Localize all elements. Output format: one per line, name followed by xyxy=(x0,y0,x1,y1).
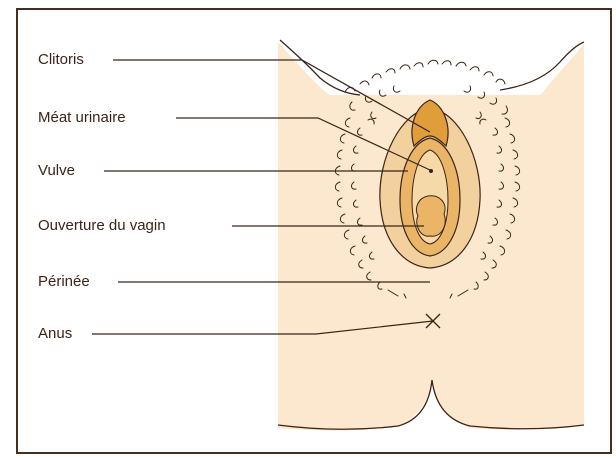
label-meat-urinaire: Méat urinaire xyxy=(38,109,126,127)
label-anus: Anus xyxy=(38,325,72,343)
label-perinee: Périnée xyxy=(38,273,90,291)
label-ouverture-vagin: Ouverture du vagin xyxy=(38,217,166,235)
label-clitoris: Clitoris xyxy=(38,51,84,69)
vaginal-opening xyxy=(416,196,445,236)
label-vulve: Vulve xyxy=(38,162,75,180)
